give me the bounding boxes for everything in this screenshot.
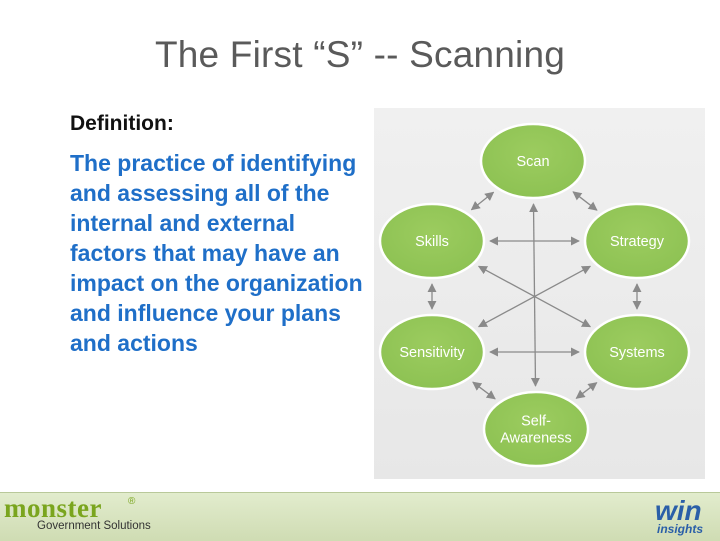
node-sensitivity: Sensitivity: [378, 313, 486, 391]
win-insights-logo: win insights: [653, 493, 715, 541]
node-skills-label: Skills: [415, 234, 449, 250]
node-strategy-label: Strategy: [610, 234, 665, 250]
win-logo-text: win: [655, 495, 702, 526]
insights-logo-text: insights: [657, 522, 704, 536]
node-self-awareness: Self-Awareness: [482, 390, 590, 468]
node-self-awareness-shape: [482, 390, 590, 468]
connector-scan-skills: [470, 191, 495, 211]
node-skills-shape: [378, 202, 486, 280]
node-self-awareness-label: Self-: [521, 414, 551, 430]
node-strategy-shape: [583, 202, 691, 280]
node-sensitivity-label: Sensitivity: [399, 345, 465, 361]
node-systems-shape: [583, 313, 691, 391]
slide-title: The First “S” -- Scanning: [154, 34, 566, 75]
connector-systems-self-awareness: [575, 382, 598, 399]
monster-logo-subtitle: Government Solutions: [37, 520, 151, 532]
monster-logo: monster: [4, 493, 102, 523]
node-systems: Systems: [583, 313, 691, 391]
connector-scan-strategy: [572, 191, 598, 211]
node-scan-label: Scan: [516, 154, 549, 170]
footer-bar: monster ® Government Solutions win insig…: [0, 492, 720, 541]
connections: [427, 191, 642, 400]
definition-label: Definition:: [70, 112, 174, 135]
node-self-awareness-label: Awareness: [500, 431, 571, 447]
connector-scan-self-awareness: [529, 203, 540, 387]
node-systems-label: Systems: [609, 345, 665, 361]
node-strategy: Strategy: [583, 202, 691, 280]
connector-strategy-sensitivity: [477, 265, 592, 328]
node-scan-shape: [479, 122, 587, 200]
definition-text: The practice of identifying and assessin…: [70, 150, 363, 356]
node-skills: Skills: [378, 202, 486, 280]
connector-sensitivity-self-awareness: [472, 381, 496, 400]
registered-mark: ®: [128, 496, 136, 507]
node-scan: Scan: [479, 122, 587, 200]
node-sensitivity-shape: [378, 313, 486, 391]
